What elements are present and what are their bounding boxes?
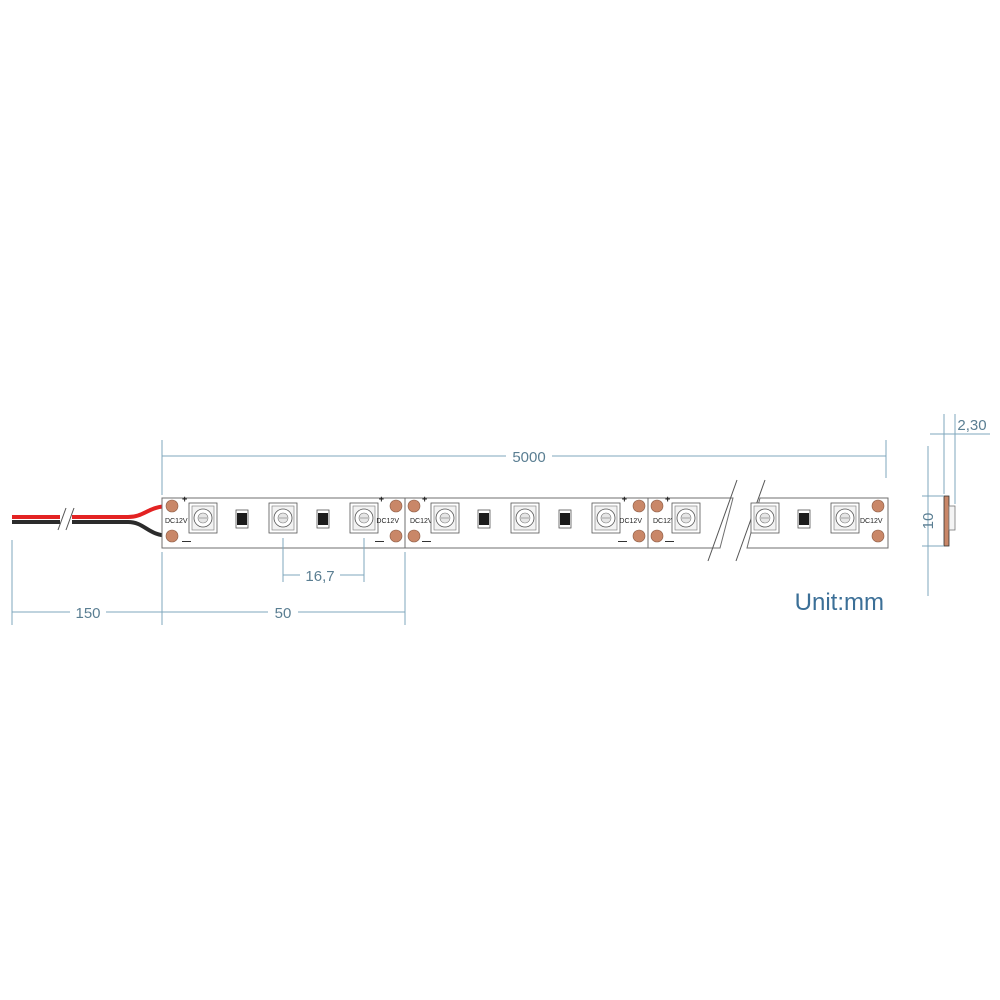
cut-length-label: 50 — [275, 605, 292, 622]
strip-break-mark — [735, 479, 766, 562]
voltage-label: DC12V — [860, 518, 883, 525]
unit-label: Unit:mm — [795, 589, 884, 616]
minus-sign: — — [665, 536, 674, 546]
plus-sign: + — [422, 494, 427, 504]
solder-pad — [407, 529, 421, 543]
cable-break-mark — [65, 507, 75, 531]
dimension-cable-and-cut: 150 50 — [11, 540, 406, 625]
solder-pad — [871, 499, 885, 513]
plus-sign: + — [665, 494, 670, 504]
minus-sign: — — [182, 536, 191, 546]
solder-pad — [632, 529, 646, 543]
voltage-label: DC12V — [376, 518, 399, 525]
cable-length-label: 150 — [75, 605, 100, 622]
solder-pad — [650, 499, 664, 513]
total-length-label: 5000 — [512, 449, 545, 466]
resistor-body — [799, 513, 809, 525]
cable-break-mark — [57, 507, 67, 531]
solder-pad — [165, 529, 179, 543]
thickness-label: 2,30 — [957, 417, 986, 434]
side-profile: 10 2,30 — [920, 414, 990, 596]
voltage-label: DC12V — [410, 518, 433, 525]
solder-pad — [871, 529, 885, 543]
solder-pad — [389, 499, 403, 513]
profile-pcb — [943, 495, 950, 547]
plus-sign: + — [182, 494, 187, 504]
red-wire — [12, 504, 171, 519]
resistor-body — [318, 513, 328, 525]
solder-pad — [389, 529, 403, 543]
dimension-total-length: 5000 — [161, 440, 887, 495]
profile-led — [948, 505, 956, 531]
resistor-body — [237, 513, 247, 525]
dimension-led-pitch: 16,7 — [282, 538, 365, 585]
solder-pad — [407, 499, 421, 513]
minus-sign: — — [422, 536, 431, 546]
width-label: 10 — [920, 513, 937, 530]
solder-pad — [632, 499, 646, 513]
strip-components: + — DC12V + + — — DC12V DC12V + + — — DC12V DC12V DC12V — [165, 494, 885, 546]
voltage-label: DC12V — [165, 518, 188, 525]
resistor-body — [479, 513, 489, 525]
black-wire — [12, 520, 171, 538]
minus-sign: — — [375, 536, 384, 546]
minus-sign: — — [618, 536, 627, 546]
power-cable — [12, 504, 171, 538]
plus-sign: + — [622, 494, 627, 504]
solder-pad — [165, 499, 179, 513]
solder-pad — [650, 529, 664, 543]
led-pitch-label: 16,7 — [305, 568, 334, 585]
strip-break-mark — [707, 479, 738, 562]
resistor-body — [560, 513, 570, 525]
voltage-label: DC12V — [653, 518, 676, 525]
voltage-label: DC12V — [619, 518, 642, 525]
plus-sign: + — [379, 494, 384, 504]
